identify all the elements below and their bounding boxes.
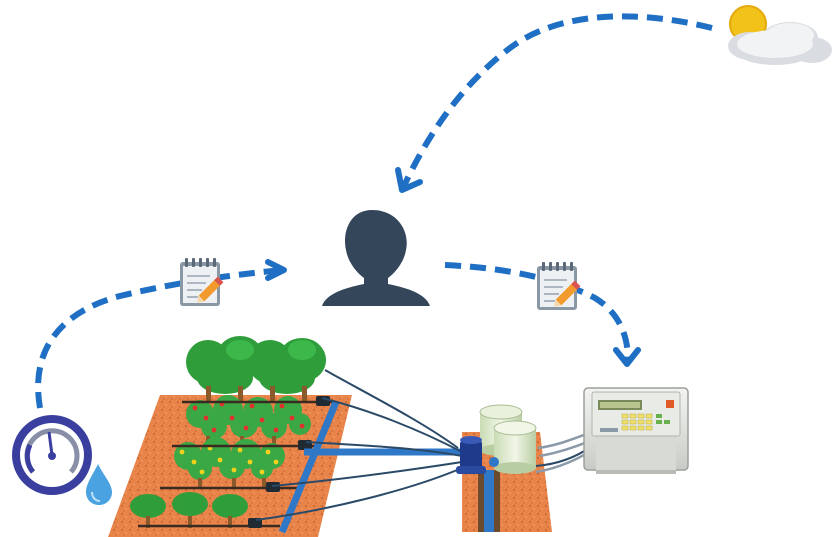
orchard-field-icon — [108, 336, 468, 537]
irrigation-controller-icon — [583, 387, 689, 474]
notepad-pencil-icon — [180, 258, 224, 306]
control-wires — [255, 369, 463, 521]
tree-row-yellow — [174, 437, 285, 488]
tree-row-back — [186, 336, 326, 402]
tree-row-red — [186, 395, 311, 446]
water-tanks-pump-icon — [456, 404, 552, 532]
tree-row-front — [130, 492, 248, 528]
moisture-gauge-icon — [12, 415, 112, 505]
arrow-weather-to-farmer — [395, 13, 713, 193]
person-icon — [322, 210, 430, 306]
arrow-farmer-to-controller — [444, 262, 641, 367]
notepad-pencil-icon — [537, 262, 581, 310]
arrow-sensor-to-farmer — [35, 259, 287, 409]
sun-cloud-icon — [728, 5, 832, 65]
